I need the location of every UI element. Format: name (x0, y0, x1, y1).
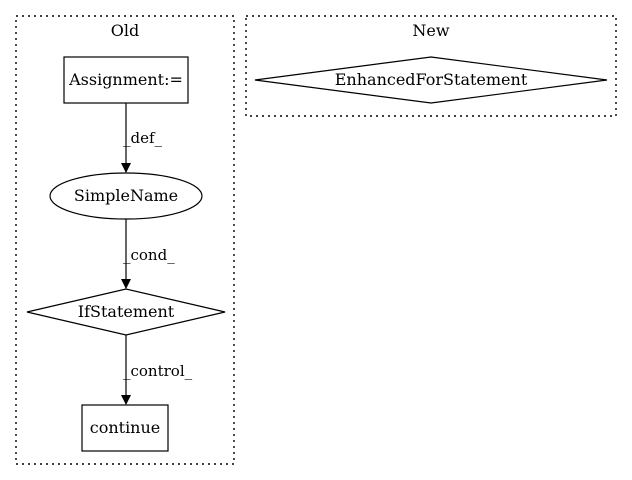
edge-def-label: _def_ (123, 129, 163, 147)
cluster-old: Old (15, 15, 235, 465)
edge-cond: _cond_ (121, 219, 175, 289)
cluster-new-border (245, 15, 617, 117)
node-assignment-box (63, 56, 189, 104)
node-simplename[interactable]: SimpleName (49, 172, 203, 220)
node-continue[interactable]: continue (81, 404, 169, 452)
node-enhancedfor-label: EnhancedForStatement (335, 70, 528, 89)
node-continue-box (81, 404, 169, 452)
node-enhancedfor[interactable]: EnhancedForStatement (254, 56, 608, 104)
node-continue-label: continue (90, 418, 161, 437)
cluster-old-border (15, 15, 235, 465)
node-ifstatement[interactable]: IfStatement (26, 288, 226, 336)
edge-control: _control_ (121, 335, 193, 405)
node-assignment-label: Assignment:= (68, 70, 183, 89)
cluster-old-label: Old (111, 21, 139, 40)
cluster-new-label: New (412, 21, 449, 40)
edge-control-label: _control_ (123, 362, 193, 380)
edge-def: _def_ (121, 103, 163, 173)
node-enhancedfor-diamond (254, 56, 608, 104)
node-assignment[interactable]: Assignment:= (63, 56, 189, 104)
cluster-new: New (245, 15, 617, 117)
node-simplename-label: SimpleName (74, 186, 178, 205)
node-ifstatement-label: IfStatement (78, 302, 175, 321)
edge-cond-label: _cond_ (123, 246, 175, 264)
